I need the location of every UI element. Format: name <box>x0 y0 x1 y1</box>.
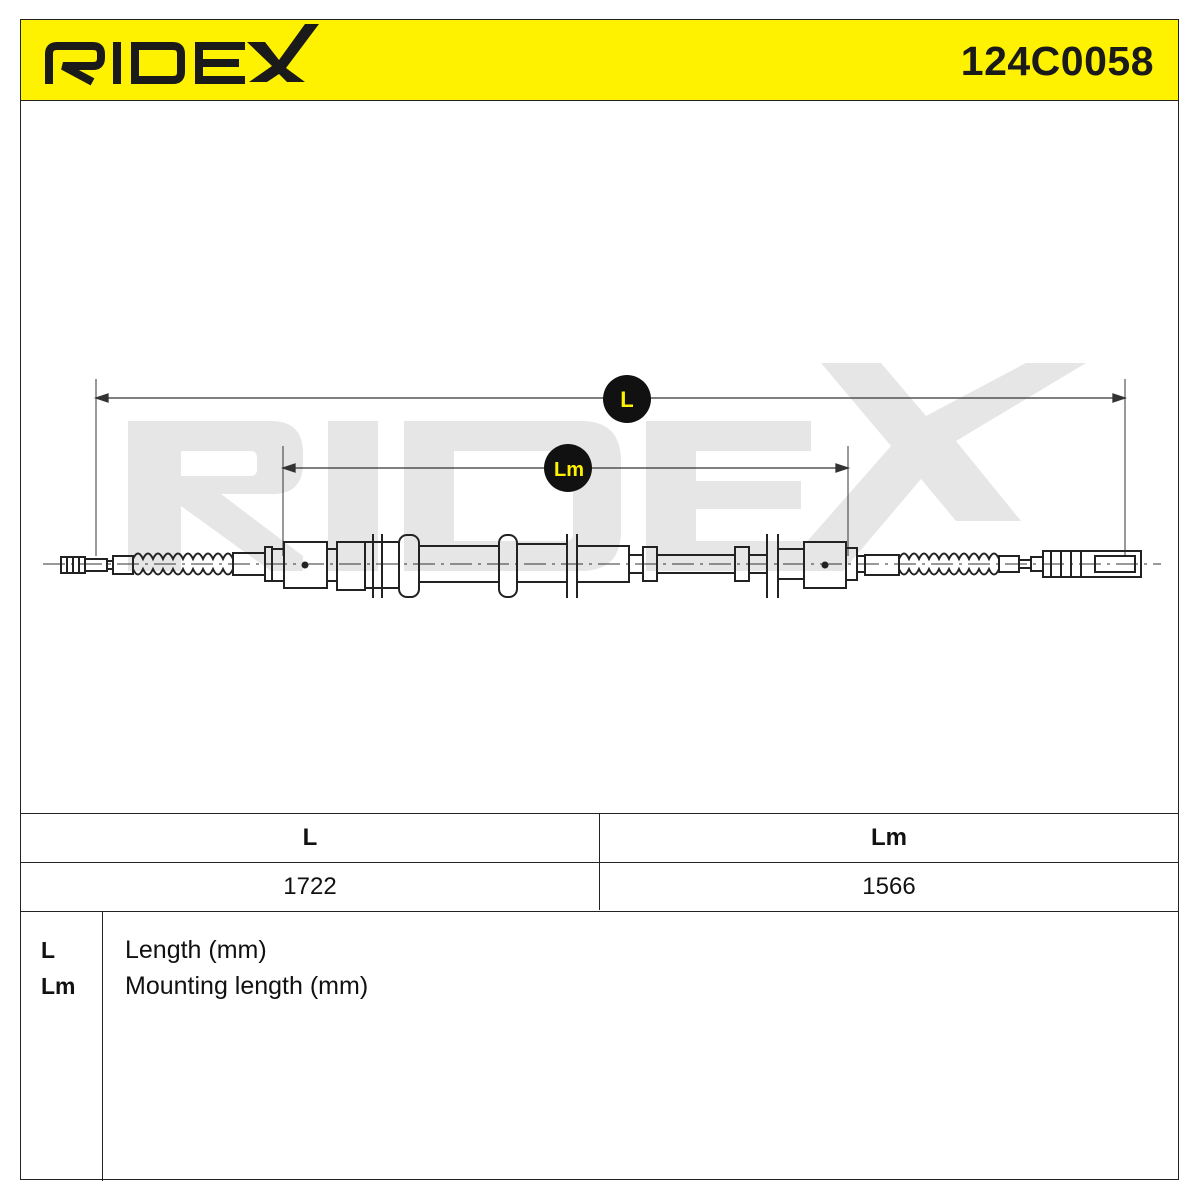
cable-drawing: L Lm <box>43 363 1161 598</box>
dimensions-value-row: 1722 1566 <box>21 862 1178 910</box>
length-badge-label: L <box>620 387 633 412</box>
mounting-length-badge-label: Lm <box>554 459 584 481</box>
value-lm: 1566 <box>599 863 1178 910</box>
brand-header: 124C0058 <box>21 20 1178 101</box>
dimensions-header-row: L Lm <box>21 814 1178 862</box>
legend-description-lm: Mounting length (mm) <box>125 972 369 1000</box>
technical-drawing: L Lm <box>21 101 1178 813</box>
product-sheet: 124C0058 <box>20 19 1179 1181</box>
value-l: 1722 <box>283 872 337 900</box>
mounting-length-badge: Lm <box>544 444 592 492</box>
ridex-logo <box>45 24 319 86</box>
legend-symbol-lm: Lm <box>41 973 76 999</box>
legend-descriptions: Length (mm) Mounting length (mm) <box>125 932 368 1004</box>
legend-symbols: L Lm <box>21 912 103 1181</box>
legend-description-l: Length (mm) <box>125 936 267 964</box>
legend: L Lm Length (mm) Mounting length (mm) <box>21 911 1178 1181</box>
header-l: L <box>302 824 318 851</box>
brake-cable <box>60 534 1142 598</box>
header-lm: Lm <box>599 814 1178 862</box>
length-badge: L <box>603 375 651 423</box>
part-number: 124C0058 <box>960 38 1154 84</box>
legend-symbol-l: L <box>41 937 56 963</box>
dimensions-table: L Lm 1722 1566 <box>21 813 1178 910</box>
watermark-logo <box>128 363 1086 571</box>
